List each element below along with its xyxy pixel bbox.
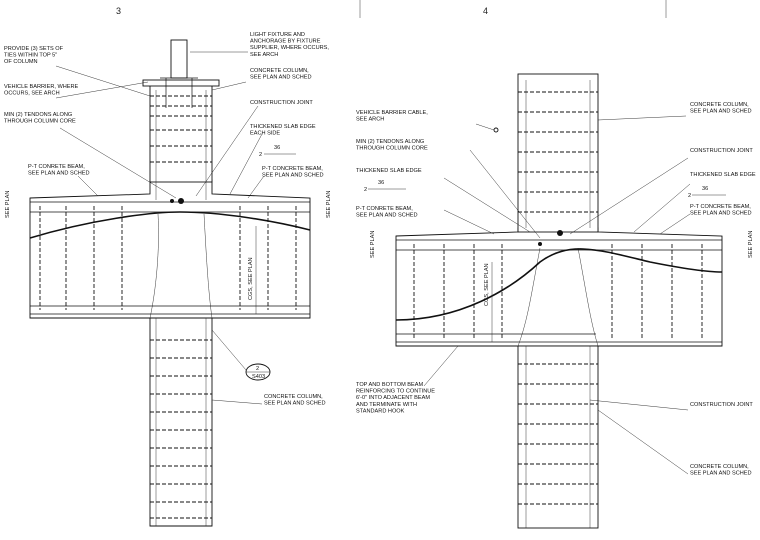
tendon-dot [557,230,563,236]
note-construction-joint: CONSTRUCTION JOINT [250,100,313,106]
detail-number-4: 4 [483,6,488,16]
note-construction-joint-bottom: CONSTRUCTION JOINT [690,402,753,408]
barrier-base [142,79,220,87]
pt-tendon [29,211,311,239]
column-ties [150,95,212,519]
slope-rise-right: 2 [688,193,691,199]
note-construction-joint-top: CONSTRUCTION JOINT [690,148,753,154]
note-column-top: CONCRETE COLUMN,SEE PLAN AND SCHED [690,102,752,115]
column-below [149,317,213,527]
see-plan-left: SEE PLAN [370,231,376,258]
beam-stirrups [396,244,722,338]
note-column-bottom: CONCRETE COLUMN,SEE PLAN AND SCHED [690,464,752,477]
detail-4: CGS, SEE PLAN SEE PLAN SEE PLAN 36 2 36 … [364,73,754,529]
slope-rise: 2 [259,152,262,158]
section-sheet: S403 [252,374,265,380]
leaders-3 [55,51,265,405]
see-plan-right: SEE PLAN [326,191,332,218]
slope-run-left: 36 [378,180,384,186]
column-above [517,73,599,233]
column-above [149,83,213,183]
see-plan-left: SEE PLAN [5,191,11,218]
note-vehicle-cable: VEHICLE BARRIER CABLE,SEE ARCH [356,110,428,123]
cgs-label: CGS, SEE PLAN [248,257,254,300]
leaders-4 [423,115,691,475]
note-column-top: CONCRETE COLUMN,SEE PLAN AND SCHED [250,68,312,81]
see-plan-right: SEE PLAN [748,231,754,258]
light-fixture [170,39,188,79]
note-pt-beam-right: P-T CONCRETE BEAM,SEE PLAN AND SCHED [262,166,324,179]
note-pt-beam-left: P-T CONRETE BEAM,SEE PLAN AND SCHED [28,164,90,177]
column-core-outline [149,213,213,319]
note-thickened-slab: THICKENED SLAB EDGE [356,168,422,174]
detail-number-3: 3 [116,6,121,16]
cgs-label: CGS, SEE PLAN [484,263,490,306]
pt-tendon [395,248,723,321]
tendon-dot [538,242,542,246]
slope-run: 36 [274,145,280,151]
tendon-dot [170,199,174,203]
cable-marker [493,127,499,133]
section-number: 2 [256,366,259,372]
slope-rise-left: 2 [364,187,367,193]
pt-beam-detail [395,227,723,347]
column-below [517,345,599,529]
slope-run-right: 36 [702,186,708,192]
tendon-dot [178,198,184,204]
column-core-outline [517,247,599,347]
note-column-bottom: CONCRETE COLUMN,SEE PLAN AND SCHED [264,394,326,407]
note-thickened-slab-right: THICKENED SLAB EDGE [690,172,756,178]
section-leader [211,329,247,371]
note-pt-beam-left: P-T CONRETE BEAM,SEE PLAN AND SCHED [356,206,418,219]
detail-3: CGS, SEE PLAN SEE PLAN SEE PLAN 36 2 2 S… [5,39,332,527]
note-pt-beam-right: P-T CONCRETE BEAM,SEE PLAN AND SCHED [690,204,752,217]
column-ties [518,91,598,505]
